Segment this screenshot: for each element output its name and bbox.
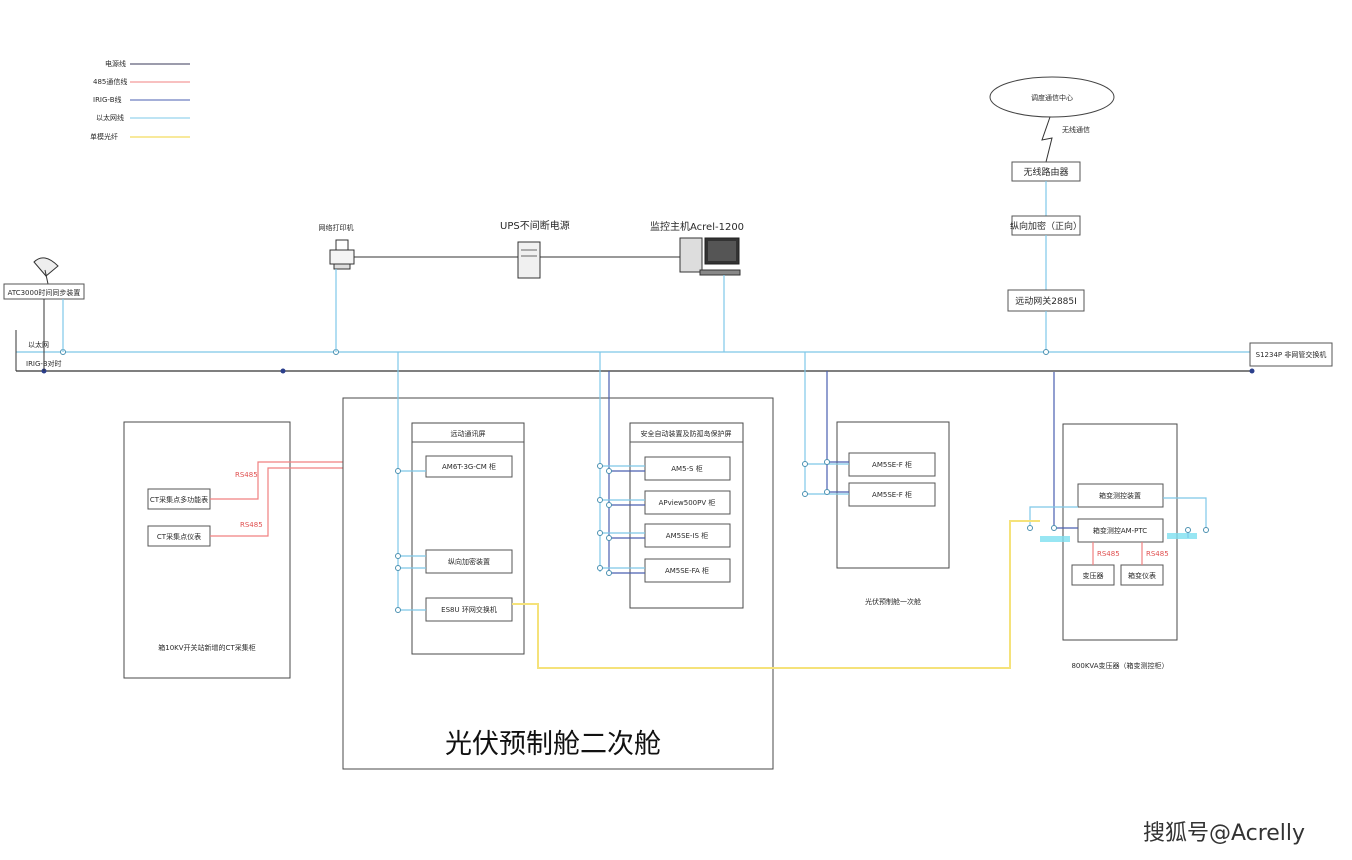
- protection-item-4: [644, 558, 731, 583]
- junction: [1043, 349, 1049, 355]
- comm-item-1-label: AM6T-3G-CM 柜: [442, 462, 496, 471]
- junction: [395, 607, 401, 613]
- protection-item-3-label: AM5SE-IS 柜: [666, 531, 708, 540]
- ct-cabinet-caption: 箱10KV开关站新增的CT采集柜: [158, 643, 255, 652]
- fiber-converter-right: [1167, 533, 1197, 539]
- buses: 以太网 IRIG-B对时 S1234P 非网管交换机: [15, 330, 1333, 374]
- protection-item-2: [644, 490, 731, 515]
- dish-mount: [44, 269, 49, 285]
- comm-item-2-label: 纵向加密装置: [448, 557, 490, 566]
- ct-device-2-label: CT采集点仪表: [157, 532, 201, 541]
- junction: [606, 502, 612, 508]
- junction: [802, 491, 808, 497]
- trafo-eth-2: [1163, 497, 1207, 530]
- junction: [1203, 527, 1209, 533]
- switch-right-label: S1234P 非网管交换机: [1256, 350, 1327, 359]
- primary-cabin: AM5SE-F 柜 AM5SE-F 柜 光伏预制舱一次舱: [802, 352, 950, 606]
- junction: [597, 497, 603, 503]
- legend-label-fiber: 单模光纤: [90, 132, 118, 141]
- junction: [1051, 525, 1057, 531]
- watermark: 搜狐号@Acrelly: [1143, 821, 1305, 846]
- wireless-label: 无线通信: [1062, 125, 1090, 134]
- legend-label-rs485: 485通信线: [93, 77, 127, 86]
- gps-clock: ATC3000时间同步装置: [3, 257, 85, 371]
- junction: [1027, 525, 1033, 531]
- ct-device-1-label: CT采集点多功能表: [150, 495, 208, 504]
- trafo-item-3-label: 变压器: [1083, 571, 1104, 580]
- legend-label-ethernet: 以太网线: [96, 113, 124, 122]
- dispatch-chain: 调度通信中心 无线通信 无线路由器 纵向加密（正向） 远动网关2885I: [989, 76, 1115, 528]
- protection-item-4-label: AM5SE-FA 柜: [665, 566, 709, 575]
- trafo-item-1: [1077, 483, 1164, 508]
- dispatch-center-label: 调度通信中心: [1031, 93, 1073, 102]
- gps-label: ATC3000时间同步装置: [8, 288, 81, 297]
- dispatch-cloud: [989, 76, 1115, 118]
- legend-label-irig: IRIG-B线: [93, 95, 122, 104]
- junction: [606, 570, 612, 576]
- rs485-tag-1: RS485: [235, 471, 258, 479]
- rs485-tag-2: RS485: [240, 521, 263, 529]
- trafo-item-4-label: 箱变仪表: [1128, 571, 1156, 580]
- protection-item-1: [644, 456, 731, 481]
- gateway-label: 远动网关2885I: [1015, 295, 1077, 307]
- ups-icon: [517, 241, 541, 279]
- trafo-item-2-label: 箱变测控AM-PTC: [1093, 526, 1147, 535]
- junction: [606, 535, 612, 541]
- secondary-cabin: 光伏预制舱二次舱 远动通讯屏 AM6T-3G-CM 柜 纵向加密装置 ES8U …: [342, 352, 774, 770]
- bus-eth-label: 以太网: [28, 340, 49, 349]
- primary-cabin-caption: 光伏预制舱一次舱: [865, 597, 921, 606]
- fiber-converter-left: [1040, 536, 1070, 542]
- protection-item-2-label: APview500PV 柜: [659, 498, 716, 507]
- legend-label-power: 电源线: [105, 59, 126, 68]
- printer-label: 网络打印机: [319, 223, 354, 232]
- comm-item-1: [425, 455, 513, 478]
- satellite-dish-icon: [33, 257, 59, 277]
- junction: [824, 489, 830, 495]
- trafo-rs485-tag-1: RS485: [1097, 550, 1120, 558]
- protection-panel-title: 安全自动装置及防孤岛保护屏: [641, 429, 732, 438]
- secondary-cabin-title: 光伏预制舱二次舱: [445, 729, 661, 760]
- junction: [597, 530, 603, 536]
- comm-panel-title: 远动通讯屏: [451, 429, 486, 438]
- comm-item-2: [425, 549, 513, 574]
- junction: [395, 468, 401, 474]
- junction: [606, 468, 612, 474]
- printer-icon: [329, 239, 355, 270]
- trafo-rs485-tag-2: RS485: [1146, 550, 1169, 558]
- ups-label: UPS不间断电源: [500, 219, 570, 232]
- junction: [280, 368, 286, 374]
- wireless-link-icon: [1041, 116, 1053, 163]
- workstation-label: 监控主机Acrel-1200: [650, 220, 744, 233]
- protection-item-3: [644, 523, 731, 548]
- comm-item-3-label: ES8U 环网交换机: [441, 605, 497, 614]
- junction: [597, 463, 603, 469]
- junction: [597, 565, 603, 571]
- primary-item-1-label: AM5SE-F 柜: [872, 460, 912, 469]
- junction: [802, 461, 808, 467]
- transformer-cabinet: 箱变测控装置 箱变测控AM-PTC 变压器 箱变仪表 RS485 RS485 8…: [1027, 423, 1209, 670]
- trafo-item-1-label: 箱变测控装置: [1099, 491, 1141, 500]
- ct-cabinet: [123, 421, 291, 679]
- workstation-icon: [679, 237, 741, 276]
- primary-item-2-label: AM5SE-F 柜: [872, 490, 912, 499]
- rs485-link-1: [210, 461, 420, 500]
- encrypt-label: 纵向加密（正向）: [1010, 220, 1082, 232]
- junction: [395, 565, 401, 571]
- top-devices: 网络打印机 UPS不间断电源 监控主机Acrel-1200: [319, 219, 744, 352]
- legend: 电源线 485通信线 IRIG-B线 以太网线 单模光纤: [90, 59, 190, 141]
- trafo-item-2: [1077, 518, 1164, 543]
- single-mode-fiber: [512, 520, 1040, 669]
- junction: [1185, 527, 1191, 533]
- transformer-caption: 800KVA变压器（箱变测控柜）: [1071, 661, 1168, 670]
- junction: [395, 553, 401, 559]
- protection-item-1-label: AM5-S 柜: [671, 464, 702, 473]
- wireless-router-label: 无线路由器: [1023, 166, 1068, 178]
- junction: [1249, 368, 1255, 374]
- junction: [824, 459, 830, 465]
- left-ct-box: CT采集点多功能表 CT采集点仪表 箱10KV开关站新增的CT采集柜 RS485…: [123, 421, 420, 679]
- switch-right-box: [1249, 342, 1333, 367]
